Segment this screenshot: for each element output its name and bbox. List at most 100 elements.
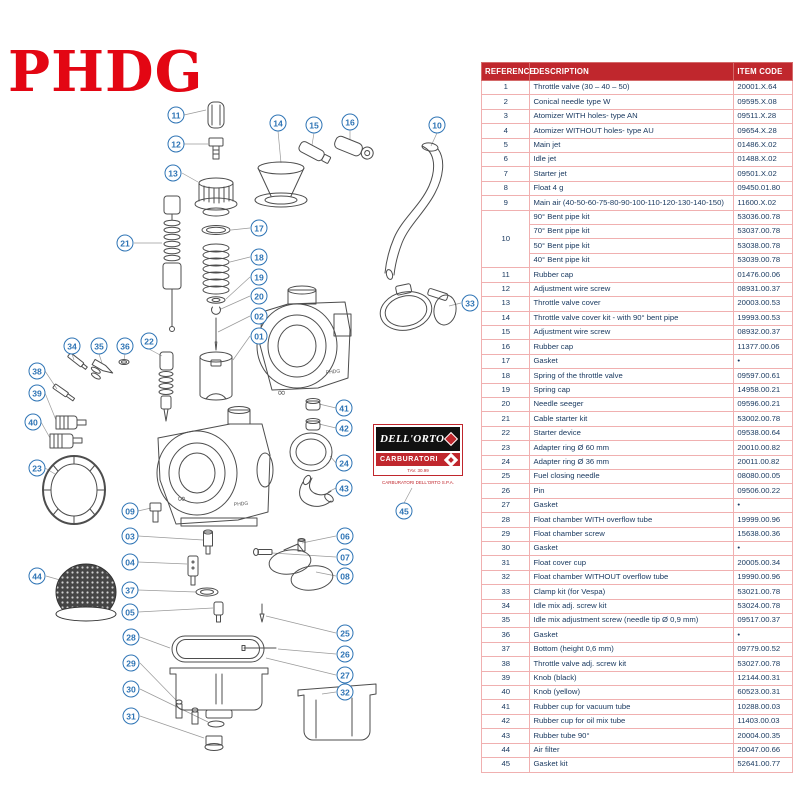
page-title: PHDG: [8, 39, 204, 105]
reference-cell: 27: [480, 497, 531, 514]
part-cable-starter-kit-21: [162, 195, 182, 332]
item-code-cell: 09654.X.28: [733, 123, 793, 139]
reference-cell: 15: [480, 324, 531, 341]
part-fuel-needle-25: [259, 603, 265, 623]
description-cell: Rubber cup for vacuum tube: [529, 699, 735, 715]
item-code-cell: 19999.00.96: [733, 512, 793, 528]
item-code-cell: 09779.00.52: [733, 641, 793, 658]
logo-caption-2: CARBURATORI DELL'ORTO S.P.A.: [382, 480, 454, 485]
description-cell: 50° Bent pipe kit: [529, 238, 735, 254]
reference-cell: 21: [480, 411, 531, 427]
reference-cell: 11: [480, 267, 531, 283]
description-cell: Air filter: [529, 742, 735, 759]
description-cell: Float chamber WITHOUT overflow tube: [529, 569, 735, 586]
reference-cell: 7: [480, 166, 531, 182]
description-cell: Adjustment wire screw: [529, 281, 735, 298]
description-cell: Needle seeger: [529, 396, 735, 413]
reference-cell: 40: [480, 685, 531, 701]
description-cell: Rubber cup for oil mix tube: [529, 713, 735, 730]
reference-cell: 8: [480, 180, 531, 197]
item-code-cell: 09450.01.80: [733, 180, 793, 197]
reference-cell: 26: [480, 483, 531, 499]
part-adapter-ring-24: [289, 432, 333, 472]
part-starter-device-22: [158, 351, 174, 422]
item-code-cell: 53036.00.78: [733, 209, 793, 226]
dellorto-logo: DELL'ORTO CARBURATORI TAV. 30.99: [373, 424, 463, 476]
item-code-cell: 01488.X.02: [733, 152, 793, 168]
item-code-cell: 09595.X.08: [733, 94, 793, 110]
description-cell: Starter device: [529, 425, 735, 442]
reference-cell: 12: [480, 281, 531, 298]
svg-text:PHDG: PHDG: [326, 369, 341, 376]
part-idle-screw-kit-34: [67, 352, 88, 370]
reference-cell: 41: [480, 699, 531, 715]
reference-cell: 35: [480, 613, 531, 629]
part-adjustment-screw-12: [208, 137, 224, 160]
item-code-cell: 20011.00.82: [733, 454, 793, 470]
item-code-cell: 08931.00.37: [733, 281, 793, 298]
reference-cell: 17: [480, 353, 531, 370]
part-jet-03: [203, 529, 213, 555]
reference-cell: 24: [480, 454, 531, 470]
svg-text:PHDG: PHDG: [234, 501, 249, 508]
description-cell: 90° Bent pipe kit: [529, 209, 735, 226]
item-code-cell: 09506.00.22: [733, 483, 793, 499]
description-cell: Cable starter kit: [529, 411, 735, 427]
item-code-cell: •: [733, 627, 793, 643]
part-cover-bell-14: [254, 161, 308, 208]
reference-cell: 32: [480, 569, 531, 586]
description-cell: Bottom (height 0,6 mm): [529, 641, 735, 658]
reference-cell: 23: [480, 440, 531, 456]
item-code-cell: 11403.00.03: [733, 713, 793, 730]
item-code-cell: •: [733, 497, 793, 514]
part-gasket-36: [118, 359, 130, 365]
description-cell: Rubber cap: [529, 339, 735, 355]
description-cell: Pin: [529, 483, 735, 499]
item-code-cell: 11377.00.06: [733, 339, 793, 355]
reference-cell: 10: [480, 209, 531, 269]
reference-cell: 38: [480, 656, 531, 672]
part-float-chamber-28: [169, 667, 269, 719]
item-code-cell: 09538.00.64: [733, 425, 793, 442]
part-throttle-valve-01: [199, 351, 233, 401]
description-cell: Idle mix adjustment screw (needle tip Ø …: [529, 613, 735, 629]
leader-lines: [40, 109, 462, 739]
item-code-cell: 09511.X.28: [733, 108, 793, 125]
item-code-cell: 20047.00.66: [733, 742, 793, 759]
item-code-cell: 20003.00.53: [733, 296, 793, 312]
reference-cell: 30: [480, 540, 531, 557]
description-cell: 70° Bent pipe kit: [529, 224, 735, 240]
reference-cell: 9: [480, 195, 531, 211]
reference-cell: 28: [480, 512, 531, 528]
part-main-jet-05: [213, 601, 224, 623]
part-gasket-17: [201, 225, 231, 235]
part-clamp-kit-33: [379, 283, 457, 331]
reference-cell: 44: [480, 742, 531, 759]
item-code-cell: 53037.00.78: [733, 224, 793, 240]
description-cell: Spring cap: [529, 382, 735, 398]
logo-brand-text: DELL'ORTO: [380, 433, 445, 445]
description-cell: Main air (40-50-60-75-80-90-100-110-120-…: [529, 195, 735, 211]
description-cell: Adapter ring Ø 36 mm: [529, 454, 735, 470]
